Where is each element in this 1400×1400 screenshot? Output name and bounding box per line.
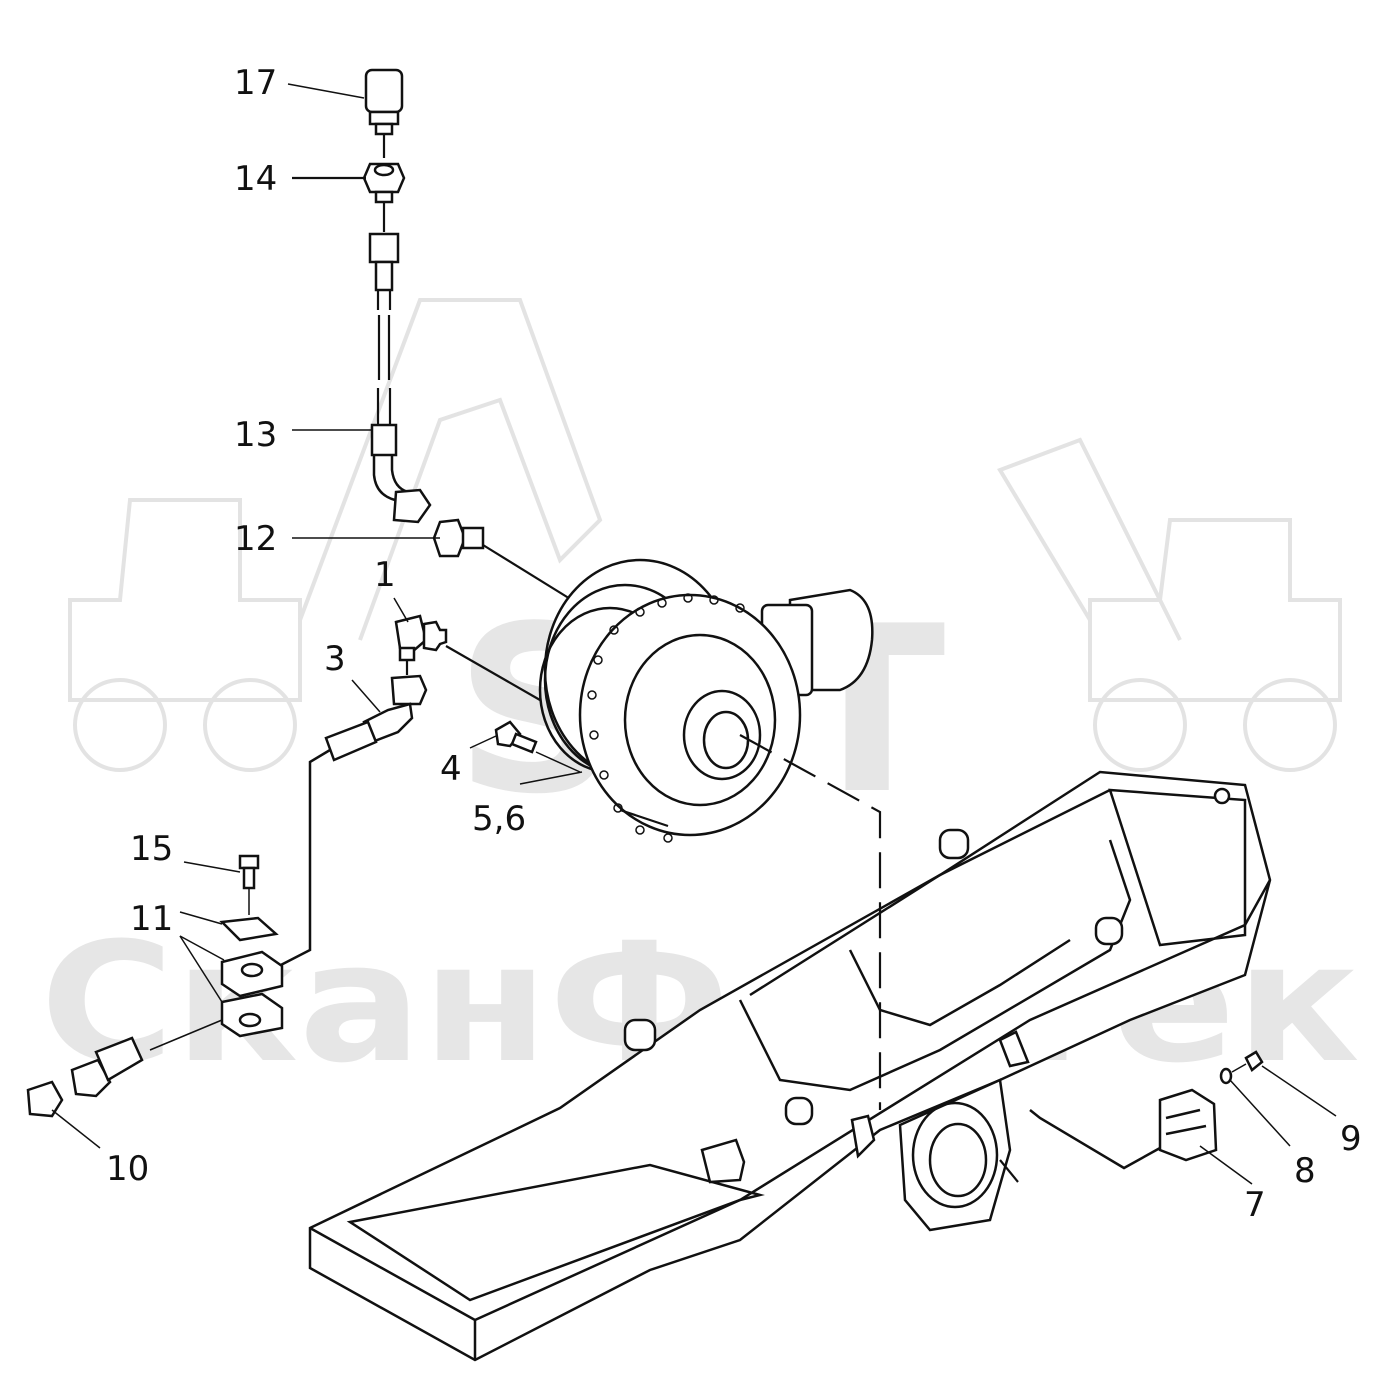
part-12-adapter <box>432 518 581 606</box>
callout-10: 10 <box>106 1149 149 1189</box>
frame-assembly <box>308 770 1272 1362</box>
part-4-bolt <box>494 720 581 773</box>
leader-lines <box>51 83 1337 1185</box>
callout-17: 17 <box>234 63 277 103</box>
part-14-nut <box>362 134 406 204</box>
callout-3: 3 <box>324 639 346 679</box>
part-3-hose <box>274 660 428 970</box>
callout-8: 8 <box>1294 1151 1316 1191</box>
part-15-bolt <box>238 854 260 915</box>
callout-7: 7 <box>1244 1185 1266 1225</box>
callout-5-6: 5,6 <box>472 799 526 839</box>
callout-15: 15 <box>130 829 173 869</box>
callout-12: 12 <box>234 519 277 559</box>
part-17-cap <box>364 68 404 136</box>
part-9-bolt <box>1231 1050 1264 1073</box>
part-10-plug <box>26 1036 144 1118</box>
part-7-bracket <box>1029 1088 1218 1170</box>
flange-bolt-holes <box>587 593 745 843</box>
callout-14: 14 <box>234 159 277 199</box>
watermark-tractor-left-icon <box>68 298 603 772</box>
part-8-washer <box>1219 1067 1233 1085</box>
callout-1: 1 <box>374 555 396 595</box>
callout-labels: 17 14 13 12 1 3 4 5,6 15 11 10 9 8 7 <box>106 63 1362 1225</box>
final-drive-assembly <box>538 558 874 843</box>
watermark-tractor-right-icon <box>997 437 1342 772</box>
callout-4: 4 <box>440 749 462 789</box>
part-13-pipe <box>368 202 432 524</box>
part-1-elbow <box>394 614 541 701</box>
alignment-dashed-line <box>739 734 882 1110</box>
callout-13: 13 <box>234 415 277 455</box>
callout-11: 11 <box>130 899 173 939</box>
callout-9: 9 <box>1340 1119 1362 1159</box>
part-11-clamp <box>149 916 284 1051</box>
